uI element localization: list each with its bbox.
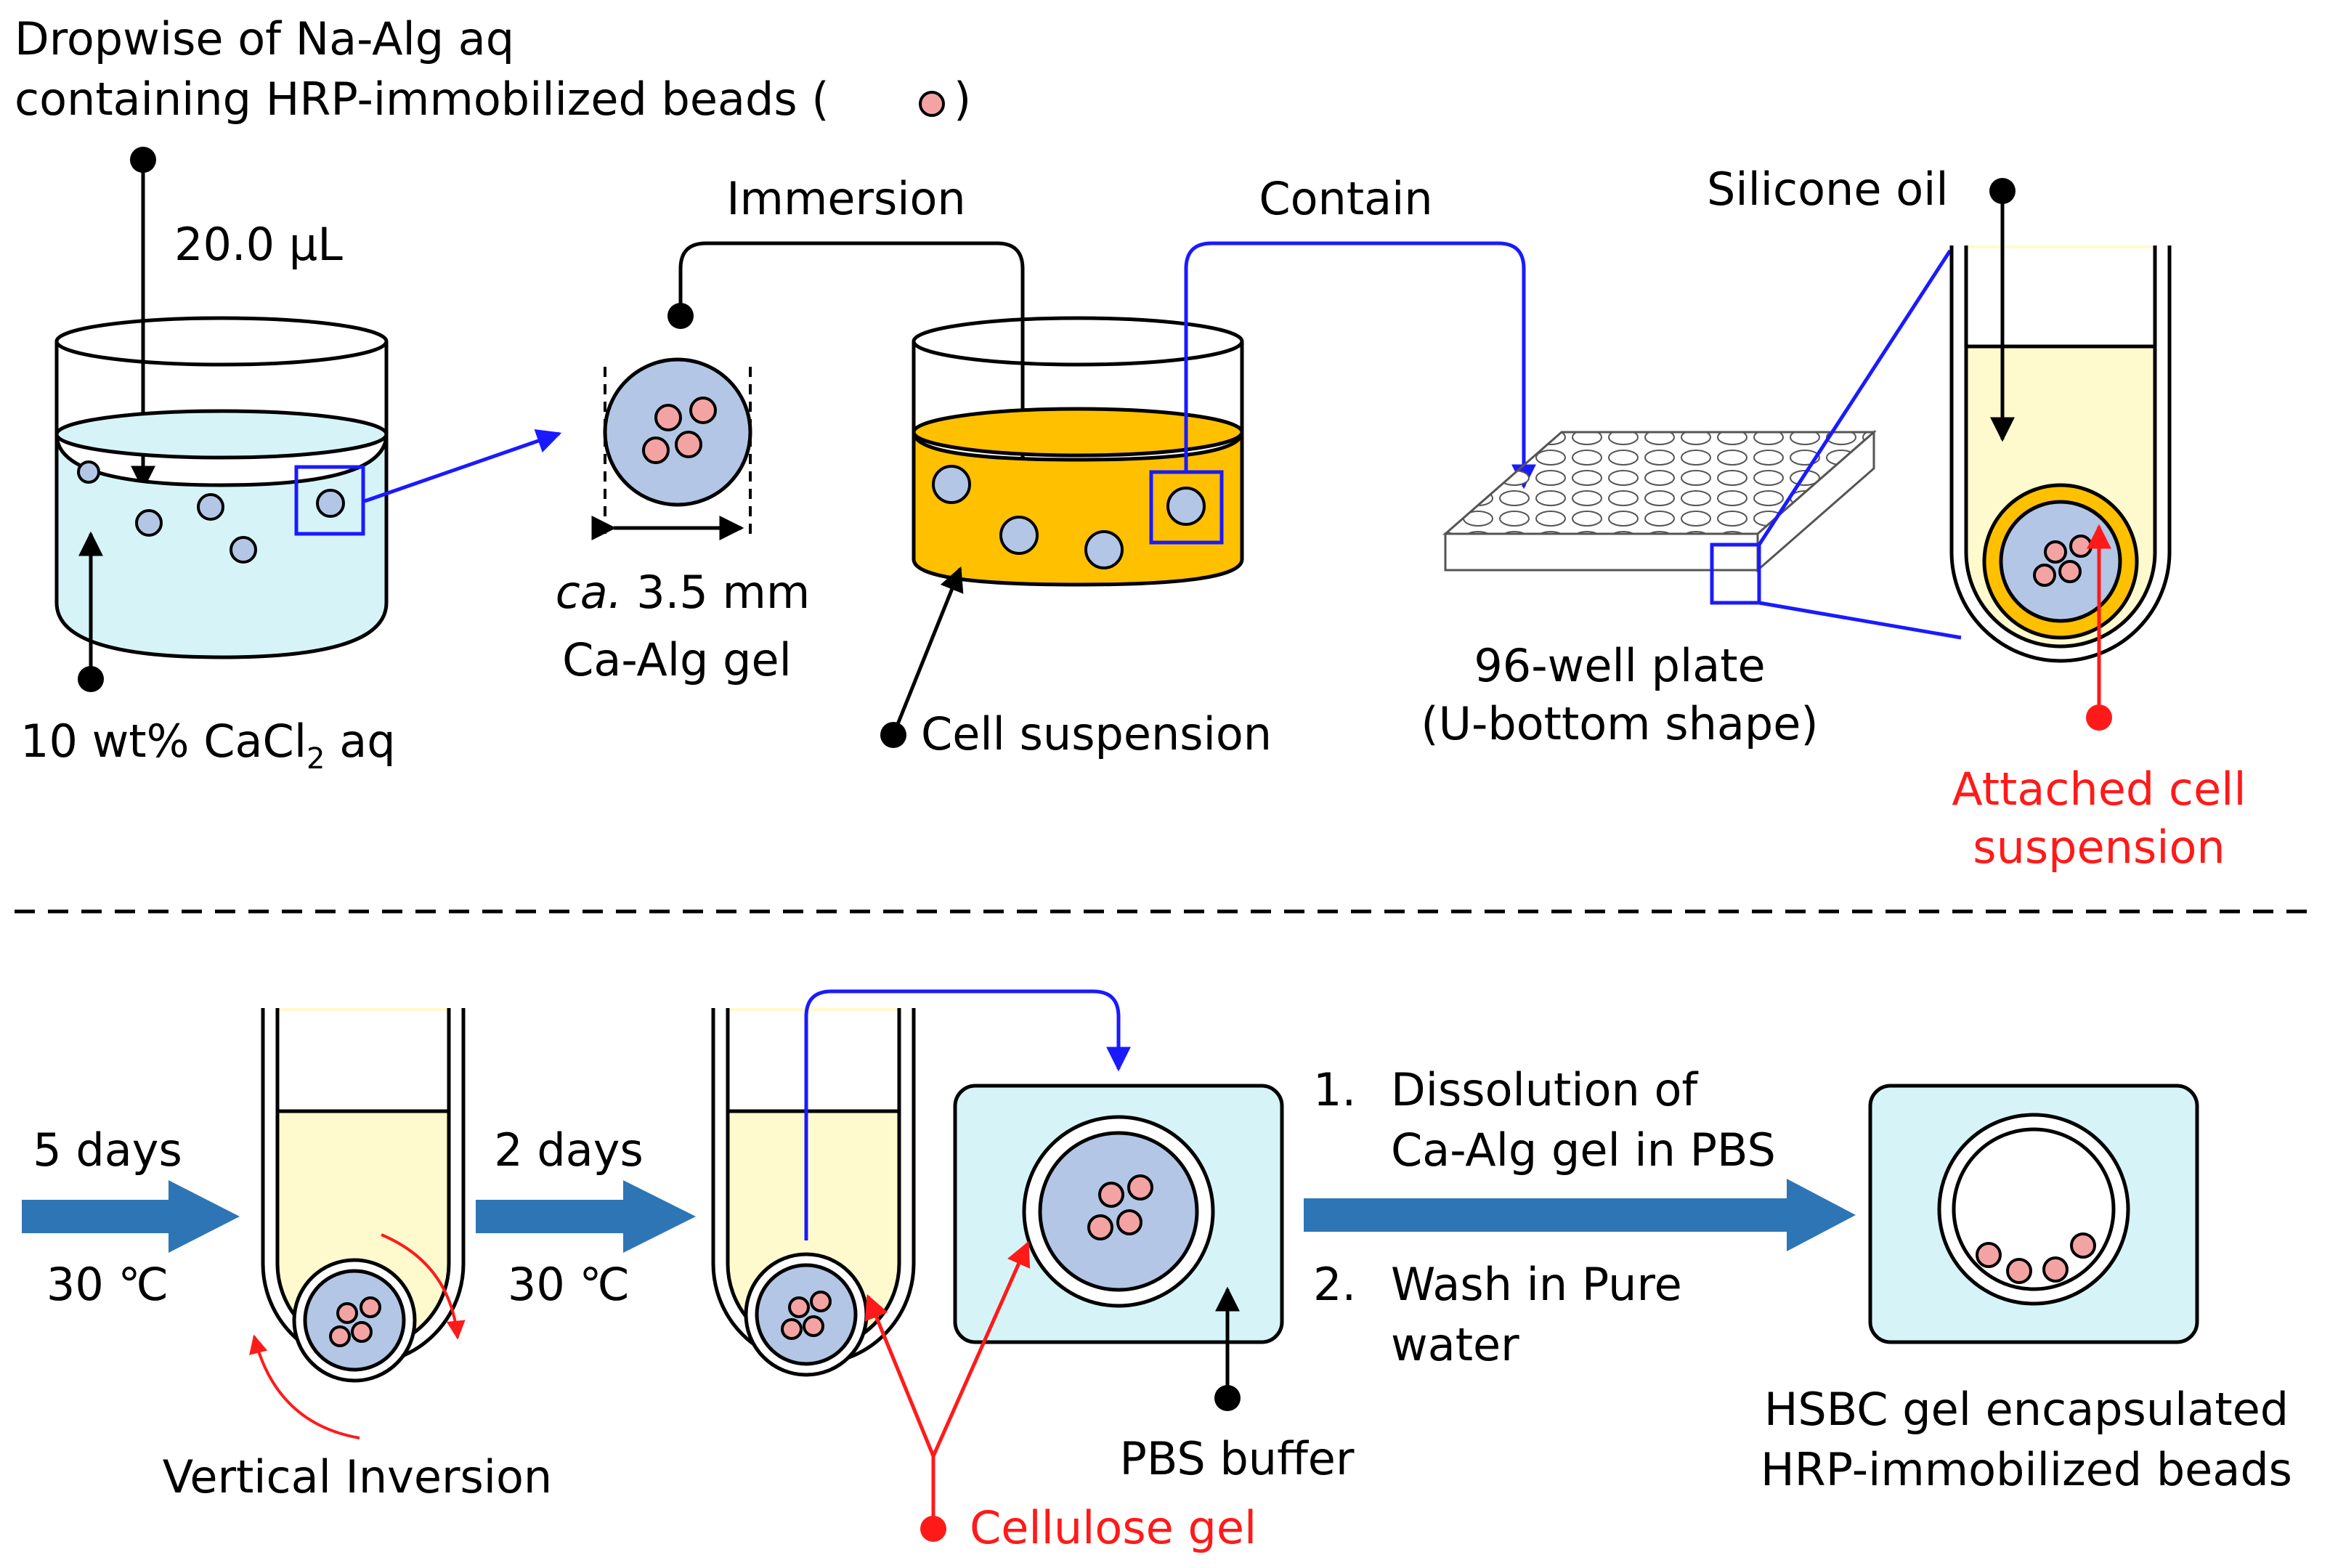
process2-line1: Wash in Pure [1391, 1258, 1682, 1311]
hrp-bead [2006, 1258, 2032, 1284]
bead-zoom-box [294, 465, 365, 536]
gel-bead [197, 493, 224, 521]
well-zoom-line-bottom [1758, 601, 1962, 640]
process2-number: 2. [1313, 1258, 1356, 1311]
attached-cell-label-line2: suspension [1973, 821, 2225, 874]
immersion-label: Immersion [726, 172, 965, 225]
hrp-bead [781, 1318, 803, 1340]
contain-label: Contain [1259, 172, 1432, 225]
inversion-arrow-left [249, 1334, 360, 1439]
gel-bead [999, 516, 1039, 555]
inversion-arrow-right [381, 1233, 466, 1340]
hrp-bead [2044, 540, 2067, 564]
volume-label: 20.0 μL [174, 218, 343, 271]
ca-alg-gel-bead [1038, 1131, 1199, 1292]
zoom-arrow-blue [364, 428, 562, 503]
step1-temp-label: 30 ℃ [46, 1258, 169, 1311]
hrp-bead [689, 397, 717, 424]
bead-size-label: ca. 3.5 mm [556, 566, 811, 619]
96-well-plate-label-line2: (U-bottom shape) [1421, 697, 1818, 750]
ca-alg-gel-label: Ca-Alg gel [562, 633, 792, 686]
well-zoom-line-top [1757, 249, 1952, 546]
cellulose-gel-arrow-to-well [864, 1293, 935, 1457]
flow-arrow-step2 [476, 1180, 696, 1253]
hrp-bead [329, 1325, 351, 1347]
hsbc-label-line2: HRP-immobilized beads [1761, 1443, 2292, 1496]
96-well-plate [1442, 429, 1877, 573]
hsbc-label-line1: HSBC gel encapsulated [1764, 1383, 2289, 1436]
hrp-bead [2042, 1256, 2069, 1283]
flow-arrow-process [1304, 1179, 1856, 1251]
dropwise-label-close-paren: ) [954, 73, 971, 126]
hrp-bead-legend-icon [919, 91, 945, 117]
dropwise-label-line1: Dropwise of Na-Alg aq [15, 12, 514, 65]
attached-cell-label-line1: Attached cell [1952, 763, 2246, 816]
hrp-bead [654, 404, 682, 431]
step2-days-label: 2 days [494, 1124, 644, 1177]
hrp-bead [360, 1296, 381, 1318]
hrp-bead [336, 1302, 358, 1324]
cacl2-beaker [54, 316, 389, 659]
immersion-arrow [678, 241, 1035, 511]
gel-bead [77, 460, 100, 484]
gel-bead [135, 509, 163, 537]
hrp-bead [1127, 1174, 1153, 1201]
hrp-bead [675, 431, 702, 458]
process1-line2: Ca-Alg gel in PBS [1391, 1124, 1776, 1177]
cellulose-gel-arrow-to-pbs [931, 1240, 1031, 1458]
cell-suspension-beaker [912, 316, 1244, 587]
hrp-bead [788, 1296, 810, 1318]
pbs-buffer-label: PBS buffer [1120, 1432, 1355, 1485]
gel-bead [1166, 487, 1206, 526]
gel-bead [932, 465, 971, 504]
ca-alg-gel-bead-zoomed [603, 357, 752, 507]
process1-line1: Dissolution of [1391, 1063, 1699, 1116]
hrp-bead [1116, 1209, 1142, 1235]
step1-days-label: 5 days [33, 1124, 182, 1177]
cacl2-label: 10 wt% CaCl2 aq [20, 715, 396, 776]
hrp-bead [2069, 535, 2092, 558]
hrp-bead [1098, 1182, 1124, 1208]
well-zoom-box [1710, 543, 1761, 605]
gel-bead [316, 489, 345, 518]
dropwise-label-line2: containing HRP-immobilized beads ( [15, 73, 829, 126]
hsbc-gel-shell-inner [1952, 1127, 2116, 1291]
cell-suspension-arrow [891, 566, 964, 736]
process1-number: 1. [1313, 1063, 1356, 1116]
gel-bead [1084, 530, 1124, 569]
step2-temp-label: 30 ℃ [508, 1258, 630, 1311]
hrp-bead [2033, 564, 2056, 587]
96-well-plate-label-line1: 96-well plate [1474, 639, 1765, 692]
cellulose-gel-label: Cellulose gel [970, 1501, 1257, 1554]
flow-arrow-step1 [22, 1180, 240, 1253]
silicone-oil-label: Silicone oil [1707, 163, 1949, 216]
hrp-bead [810, 1291, 832, 1312]
hrp-bead [351, 1321, 373, 1343]
gel-bead [230, 536, 257, 564]
hrp-bead [2058, 560, 2082, 583]
cell-suspension-label: Cell suspension [921, 707, 1272, 760]
hrp-bead [1976, 1242, 2002, 1268]
hrp-bead [803, 1315, 824, 1337]
hrp-bead [642, 436, 670, 464]
transfer-to-pbs-arrow [804, 989, 1131, 1240]
contain-arrow [1184, 241, 1536, 490]
hrp-bead [2070, 1232, 2096, 1259]
hrp-bead [1087, 1214, 1113, 1240]
process2-line2: water [1391, 1318, 1519, 1371]
vertical-inversion-label: Vertical Inversion [163, 1450, 552, 1503]
